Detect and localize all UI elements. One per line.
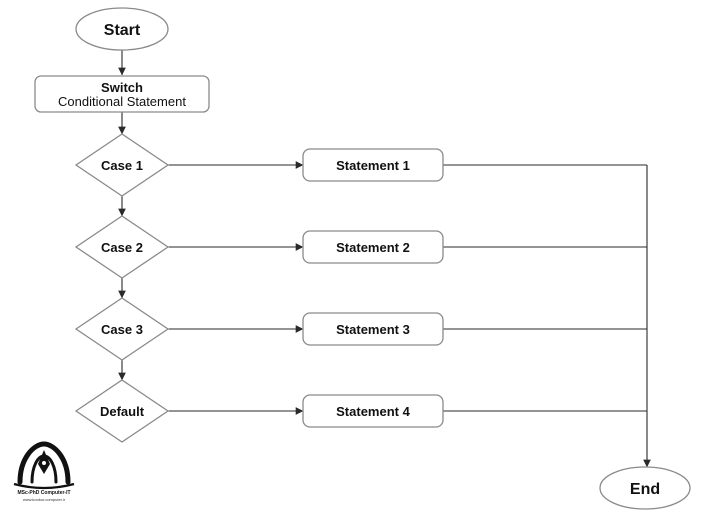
decision-case-1: Case 1 [74,133,170,197]
statement-2-node: Statement 2 [302,230,444,264]
pen-nib-logo-icon [13,441,75,490]
statement-1-label: Statement 1 [336,158,410,173]
watermark-url: www.konkur.computer.ir [22,497,66,502]
switch-title: Switch [101,80,143,95]
statement-4-node: Statement 4 [302,394,444,428]
decision-case-3: Case 3 [74,297,170,361]
switch-subtitle: Conditional Statement [58,94,186,109]
switch-node: Switch Conditional Statement [34,75,210,113]
case-3-label: Case 3 [101,322,143,337]
statement-1-node: Statement 1 [302,148,444,182]
start-node: Start [75,7,169,51]
statement-3-label: Statement 3 [336,322,410,337]
watermark-title: MSc-PhD Computer-IT [17,490,71,496]
end-label: End [630,481,660,498]
watermark-logo: MSc-PhD Computer-IT www.konkur.computer.… [10,438,78,510]
decision-case-2: Case 2 [74,215,170,279]
statement-2-label: Statement 2 [336,240,410,255]
connectors [118,50,651,468]
default-label: Default [100,404,145,419]
case-2-label: Case 2 [101,240,143,255]
statement-4-label: Statement 4 [336,404,410,419]
start-label: Start [104,22,141,39]
case-1-label: Case 1 [101,158,143,173]
decision-default: Default [74,379,170,443]
end-node: End [599,466,691,510]
statement-3-node: Statement 3 [302,312,444,346]
